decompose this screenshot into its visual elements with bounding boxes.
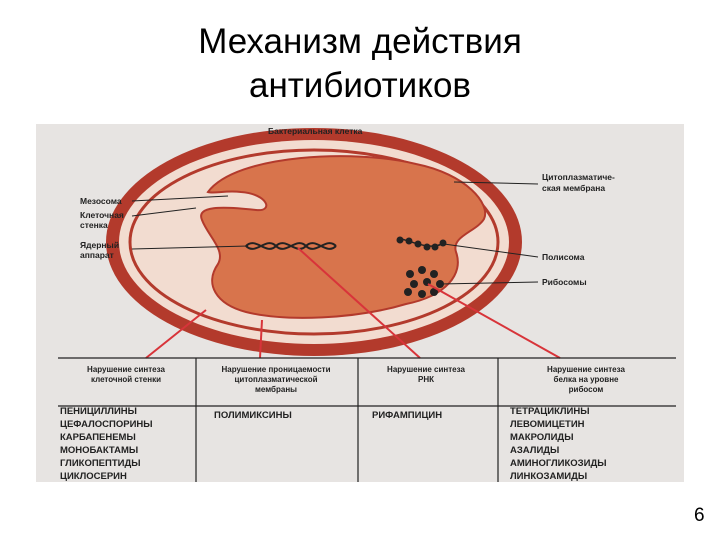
drug-name: ПОЛИМИКСИНЫ: [214, 410, 292, 421]
bacterial-cell-figure: Бактериальная клетка Мезосома Клеточная …: [36, 124, 684, 482]
drug-name: ТЕТРАЦИКЛИНЫ: [510, 406, 590, 417]
drug-name: ЛЕВОМИЦЕТИН: [510, 419, 585, 430]
mechanism-pointers: [145, 247, 561, 359]
title-line-2: антибиотиков: [248, 66, 471, 105]
diagram-svg: Бактериальная клетка Мезосома Клеточная …: [36, 124, 684, 482]
label-polysome: Полисома: [542, 252, 585, 262]
mechanism-column-cell-wall: Нарушение синтеза клеточной стенки ПЕНИЦ…: [60, 365, 165, 482]
drug-name: РИФАМПИЦИН: [372, 410, 442, 421]
column-header-line: белка на уровне: [554, 375, 620, 384]
label-membrane-1: Цитоплазматиче-: [542, 172, 615, 182]
pointer-lines: [131, 181, 539, 285]
cytoplasmic-membrane: [128, 148, 500, 336]
column-header-line: РНК: [418, 375, 434, 384]
column-header-line: мембраны: [255, 385, 297, 394]
nucleoid-strand-b: [245, 242, 337, 250]
column-header-line: цитоплазматической: [234, 375, 317, 384]
cell-title: Бактериальная клетка: [268, 126, 363, 136]
page-number: 6: [694, 505, 705, 526]
label-nucleus-1: Ядерный: [80, 240, 119, 250]
drug-name: ЦЕФАЛОСПОРИНЫ: [60, 419, 153, 430]
drug-name: ГЛИКОПЕПТИДЫ: [60, 458, 141, 469]
cytoplasm: [200, 155, 487, 319]
drug-name: МАКРОЛИДЫ: [510, 432, 574, 443]
polysome: [396, 236, 447, 251]
drug-name: АЗАЛИДЫ: [510, 445, 559, 456]
mechanism-column-ribosome: Нарушение синтеза белка на уровне рибосо…: [510, 365, 625, 482]
ribosomes: [404, 266, 444, 298]
label-ribosomes: Рибосомы: [542, 277, 587, 287]
label-mesosome: Мезосома: [80, 196, 122, 206]
label-cell-wall-2: стенка: [80, 220, 108, 230]
column-header-line: Нарушение синтеза: [387, 365, 465, 374]
slide-title: Механизм действия антибиотиков: [0, 20, 720, 108]
mechanism-column-membrane: Нарушение проницаемости цитоплазматическ…: [214, 365, 331, 421]
drug-name: МОНОБАКТАМЫ: [60, 445, 138, 456]
label-nucleus-2: аппарат: [80, 250, 114, 260]
label-membrane-2: ская мембрана: [542, 183, 605, 193]
column-header-line: рибосом: [569, 385, 604, 394]
drug-name: ПЕНИЦИЛЛИНЫ: [60, 406, 137, 417]
drug-name: ЦИКЛОСЕРИН: [60, 471, 127, 482]
drug-name: КАРБАПЕНЕМЫ: [60, 432, 136, 443]
table-lines: [58, 357, 676, 482]
title-line-1: Механизм действия: [198, 22, 522, 61]
drug-name: ЛИНКОЗАМИДЫ: [510, 471, 587, 482]
column-header-line: Нарушение синтеза: [87, 365, 165, 374]
label-cell-wall-1: Клеточная: [80, 210, 124, 220]
column-header-line: клеточной стенки: [91, 375, 161, 384]
mechanism-column-rna: Нарушение синтеза РНК РИФАМПИЦИН: [372, 365, 465, 421]
drug-name: АМИНОГЛИКОЗИДЫ: [510, 458, 607, 469]
column-header-line: Нарушение проницаемости: [221, 365, 330, 374]
column-header-line: Нарушение синтеза: [547, 365, 625, 374]
